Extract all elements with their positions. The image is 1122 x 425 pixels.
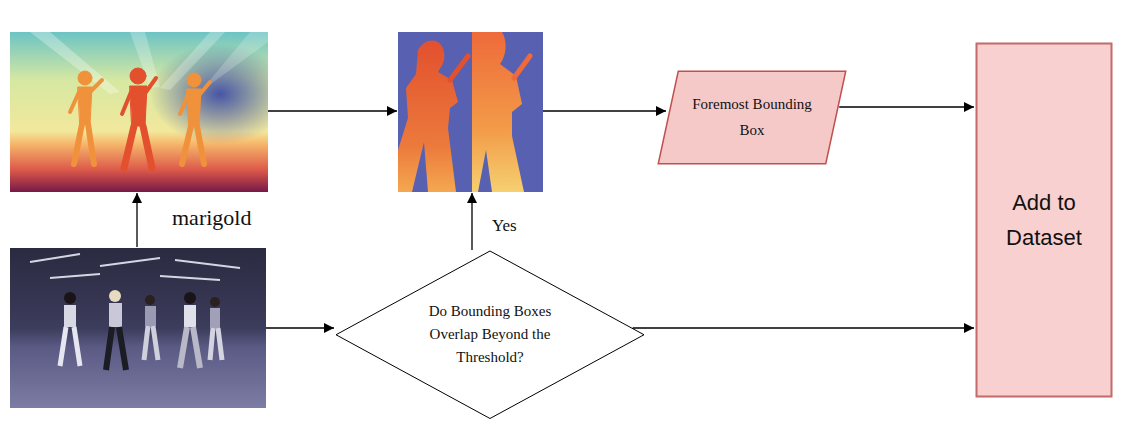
decision-diamond: Do Bounding Boxes Overlap Beyond the Thr… [335, 250, 645, 420]
flow-arrow [266, 327, 334, 328]
depth-map-image [10, 32, 268, 192]
flow-arrow [471, 193, 472, 250]
flow-connector [633, 327, 974, 328]
flow-arrow [543, 110, 666, 111]
data-parallelogram: Foremost Bounding Box [657, 70, 847, 165]
decision-diamond-shape [336, 251, 644, 419]
data-parallelogram-outline [657, 70, 847, 165]
process-box-outline [975, 42, 1113, 398]
flow-arrow [268, 110, 397, 111]
cropped-depth-image [472, 32, 543, 192]
node-text: Add to Dataset [994, 185, 1094, 255]
dance-photo-image [10, 248, 266, 408]
node-text: Do Bounding Boxes Overlap Beyond the Thr… [420, 300, 560, 370]
flow-connector [839, 106, 974, 107]
process-box-shape [977, 44, 1112, 397]
branch-label: Yes [492, 216, 517, 236]
data-parallelogram-shape [658, 71, 846, 164]
process-box: Add to Dataset [975, 42, 1113, 398]
step-label: marigold [172, 205, 251, 231]
node-text: Foremost Bounding Box [692, 92, 812, 143]
flow-arrow [136, 193, 137, 247]
cropped-depth-image [398, 32, 472, 192]
